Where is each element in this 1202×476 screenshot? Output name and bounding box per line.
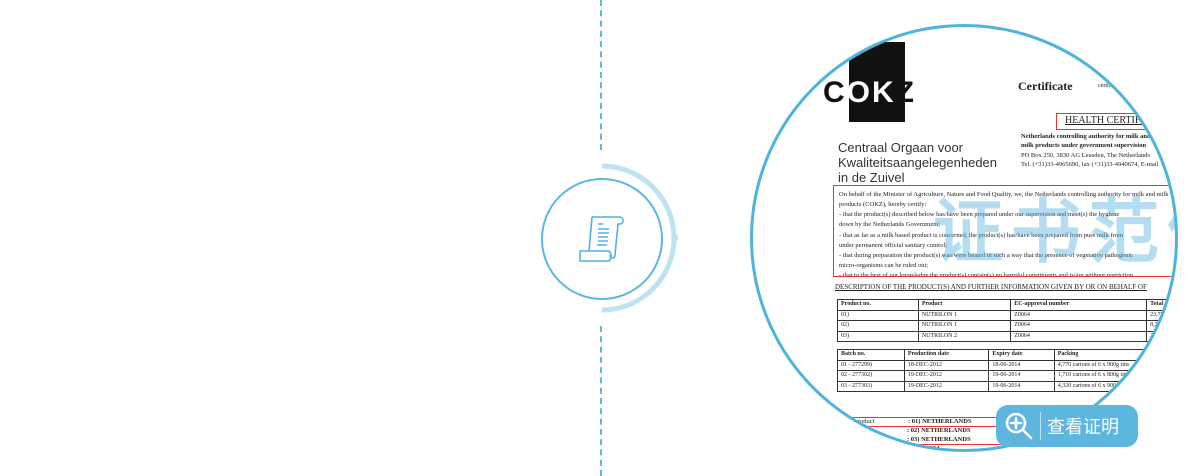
origin-value: : 02) NETHERLANDS: [907, 427, 971, 435]
table-cell: 18-06-2014: [988, 359, 1055, 371]
certificate-document: COKZ Centraal Orgaan voor Kwaliteitsaang…: [813, 37, 1175, 452]
column-header: Packing: [1053, 349, 1175, 361]
statement-line: - that during preparation the product(s)…: [839, 251, 1134, 259]
origin-info: Origin product : 01) NETHERLANDS Origin pr…: [835, 417, 1095, 452]
table-cell: 8,208.00: [1146, 320, 1175, 332]
column-header: Production date: [903, 349, 990, 361]
table-cell: 23,758.00: [1146, 309, 1175, 321]
table-cell: 03): [837, 330, 919, 342]
table-cell: 1,710 cartons of 6 x 800g tins: [1053, 370, 1175, 382]
origin-label: Origin product: [835, 427, 874, 435]
statement-line: On behalf of the Minister of Agriculture…: [839, 191, 1169, 198]
origin-label: Name and EC-approval no.: [836, 445, 908, 452]
origin-value: : 03) NETHERLANDS: [907, 435, 971, 443]
certification-statement: On behalf of the Minister of Agriculture…: [833, 185, 1175, 277]
origin-value: : 01) NETHERLANDS: [908, 418, 972, 425]
zoom-in-icon: [1005, 412, 1033, 440]
org-name: Centraal Orgaan voor Kwaliteitsaangelege…: [838, 140, 998, 186]
divider-top: [600, 0, 602, 150]
org-line: Centraal Orgaan voor: [838, 140, 964, 155]
scroll-document-icon: [579, 216, 624, 262]
authority-line: milk products under government supervisi…: [1021, 142, 1147, 150]
origin-row: Origin product : 03) NETHERLANDS: [835, 436, 1095, 444]
table-cell: 01 - 277299): [837, 359, 905, 371]
table-cell: 18-DEC-2012: [903, 359, 990, 371]
description-heading: DESCRIPTION OF THE PRODUCT(S) AND FURTHE…: [835, 283, 1147, 291]
org-line: in de Zuivel: [838, 169, 905, 185]
column-header: EC-approval number: [1010, 299, 1148, 311]
table-cell: NUTRILON 1: [917, 320, 1012, 332]
origin-label: Origin product: [835, 435, 874, 443]
progress-arc: [601, 163, 678, 313]
column-header: Product: [917, 299, 1012, 311]
table-cell: 01): [837, 309, 919, 321]
certificate-title: Certificate: [1018, 79, 1073, 93]
address-line: Tel. (+31)33-4965690, fax (+31)33-494067…: [1021, 161, 1159, 169]
table-cell: 02): [837, 320, 919, 332]
address-line: PO Box 250, 3830 AG Leusden, The Netherl…: [1021, 151, 1150, 159]
column-header: Product no.: [837, 299, 919, 311]
statement-line: - that the product(s) described below ha…: [839, 211, 1120, 219]
column-header: Batch no.: [837, 349, 905, 361]
table-cell: 4,770 cartons of 6 x 900g tins: [1053, 359, 1175, 371]
table-cell: 19-DEC-2012: [903, 370, 990, 382]
table-cell: NUTRILON 2: [917, 330, 1012, 342]
statement-line: - that to the best of our knowledge the …: [839, 272, 1134, 277]
step-circle: [541, 178, 663, 300]
table-cell: Z0064: [1010, 330, 1148, 342]
origin-label: Origin product: [836, 418, 875, 425]
origin-row: Origin product : 02) NETHERLANDS: [835, 427, 1095, 435]
table-cell: 4,320 cartons of 6 x 900g tins: [1053, 380, 1175, 392]
table-cell: 19-06-2014: [988, 370, 1055, 382]
divider-bottom: [600, 326, 602, 476]
authority-line: Netherlands controlling authority for mi…: [1021, 133, 1151, 140]
table-cell: 03 - 277303): [837, 380, 905, 392]
table-cell: NUTRILON 1: [917, 309, 1012, 321]
statement-line: - that as far as a milk based product is…: [839, 231, 1124, 239]
table-cell: 23,328.00: [1146, 330, 1175, 342]
watermark: 证书范例: [933, 191, 1175, 273]
authority-info: Netherlands controlling authority for mi…: [1021, 132, 1158, 170]
certificate-preview: COKZ Centraal Orgaan voor Kwaliteitsaang…: [750, 24, 1178, 452]
column-header: Total nett weight: [1146, 299, 1175, 311]
table-cell: 02 - 277302): [837, 370, 905, 382]
table-cell: 19-06-2014: [988, 380, 1055, 392]
view-certificate-label: 查看证明: [1047, 417, 1119, 438]
origin-value: : 01) Z0064: [908, 445, 940, 452]
statement-line: micro-organisms can be ruled out;: [839, 261, 929, 269]
org-line: Kwaliteitsaangelegenheden: [838, 154, 998, 170]
table-cell: Z0064: [1010, 309, 1148, 321]
cokz-logo: COKZ: [823, 42, 923, 122]
statement-line: under permanent official sanitary contro…: [839, 241, 948, 249]
view-certificate-button[interactable]: 查看证明: [996, 405, 1138, 447]
statement-line: products (COKZ), hereby certify:: [839, 201, 927, 209]
statement-line: down by the Netherlands Government;: [839, 221, 941, 229]
button-separator: [1040, 412, 1041, 440]
health-certificate-heading: HEALTH CERTIFICATE: [1056, 113, 1175, 130]
table-cell: 19-DEC-2012: [903, 380, 990, 392]
column-header: Expiry date: [988, 349, 1055, 361]
certificate-subtitle: certificate: [1098, 83, 1122, 89]
table-cell: Z0064: [1010, 320, 1148, 332]
